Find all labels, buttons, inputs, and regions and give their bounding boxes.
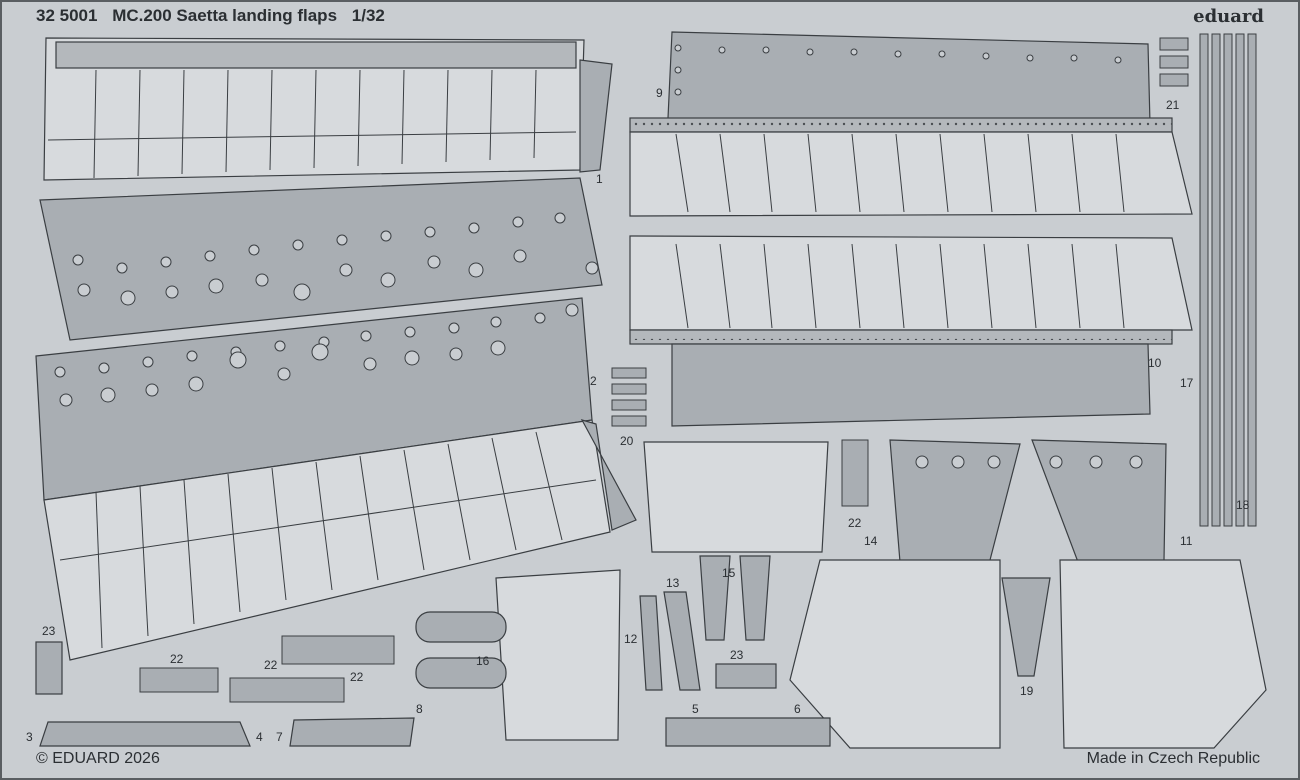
product-scale: 1/32 (351, 6, 385, 25)
part-number-15: 15 (722, 566, 736, 580)
part-number-5: 5 (692, 702, 699, 716)
part-number-18: 18 (1236, 498, 1250, 512)
part-number-22b: 22 (264, 658, 278, 672)
part-14 (789, 439, 1021, 749)
part-number-11: 11 (1180, 534, 1193, 548)
flap-part-10 (629, 235, 1193, 427)
flap-9-ribs (675, 133, 1125, 213)
origin-label: Made in Czech Republic (1086, 750, 1260, 767)
part-20 (611, 367, 647, 427)
flap-1-ribs (47, 69, 577, 179)
rivet-line (630, 122, 1172, 128)
strip-parts-17-18 (1199, 33, 1257, 527)
brand-logo: eduard (1193, 6, 1264, 27)
part-number-14: 14 (864, 534, 878, 548)
part-16 (415, 569, 621, 741)
part-number-3: 3 (26, 730, 33, 744)
part-number-4: 4 (256, 730, 263, 744)
part-number-20: 20 (620, 434, 634, 448)
part-21 (1159, 37, 1189, 87)
part-number-10: 10 (1148, 356, 1162, 370)
part-number-22d: 22 (848, 516, 862, 530)
product-code: 32 5001 (36, 6, 98, 25)
rivet-line (630, 334, 1172, 340)
part-number-16: 16 (476, 654, 490, 668)
part-number-23b: 23 (730, 648, 744, 662)
part-number-2: 2 (590, 374, 597, 388)
part-13 (663, 591, 701, 691)
part-5-6 (665, 717, 831, 747)
part-number-12: 12 (624, 632, 638, 646)
part-14-11-holes (915, 455, 1143, 469)
fret-header: 32 5001 MC.200 Saetta landing flaps 1/32 (36, 6, 395, 26)
part-12 (639, 595, 663, 691)
part-7-8 (289, 717, 415, 747)
part-number-1: 1 (596, 172, 603, 186)
part-number-22c: 22 (350, 670, 364, 684)
part-number-17: 17 (1180, 376, 1194, 390)
part-11 (1031, 439, 1267, 749)
part-number-21: 21 (1166, 98, 1180, 112)
part-3-4 (39, 721, 251, 747)
part-19 (1001, 577, 1051, 677)
flap-10-ribs (675, 243, 1125, 329)
part-number-19: 19 (1020, 684, 1034, 698)
part-number-6: 6 (794, 702, 801, 716)
part-number-9: 9 (656, 86, 663, 100)
part-23-left (35, 641, 63, 695)
product-title: MC.200 Saetta landing flaps (112, 6, 338, 25)
flap-9-hinges (674, 44, 1122, 96)
part-number-7: 7 (276, 730, 283, 744)
flap-2-ribs (59, 431, 597, 649)
part-number-8: 8 (416, 702, 423, 716)
flap-2-lightening-holes (54, 303, 579, 407)
flap-part-1 (39, 37, 613, 341)
part-15 (643, 441, 829, 641)
part-number-23a: 23 (42, 624, 56, 638)
part-number-22a: 22 (170, 652, 184, 666)
part-23-center (715, 663, 777, 689)
part-22-clusters (139, 439, 869, 703)
part-number-13: 13 (666, 576, 680, 590)
copyright: © EDUARD 2026 (36, 750, 160, 767)
flap-1-lightening-holes (72, 212, 599, 306)
